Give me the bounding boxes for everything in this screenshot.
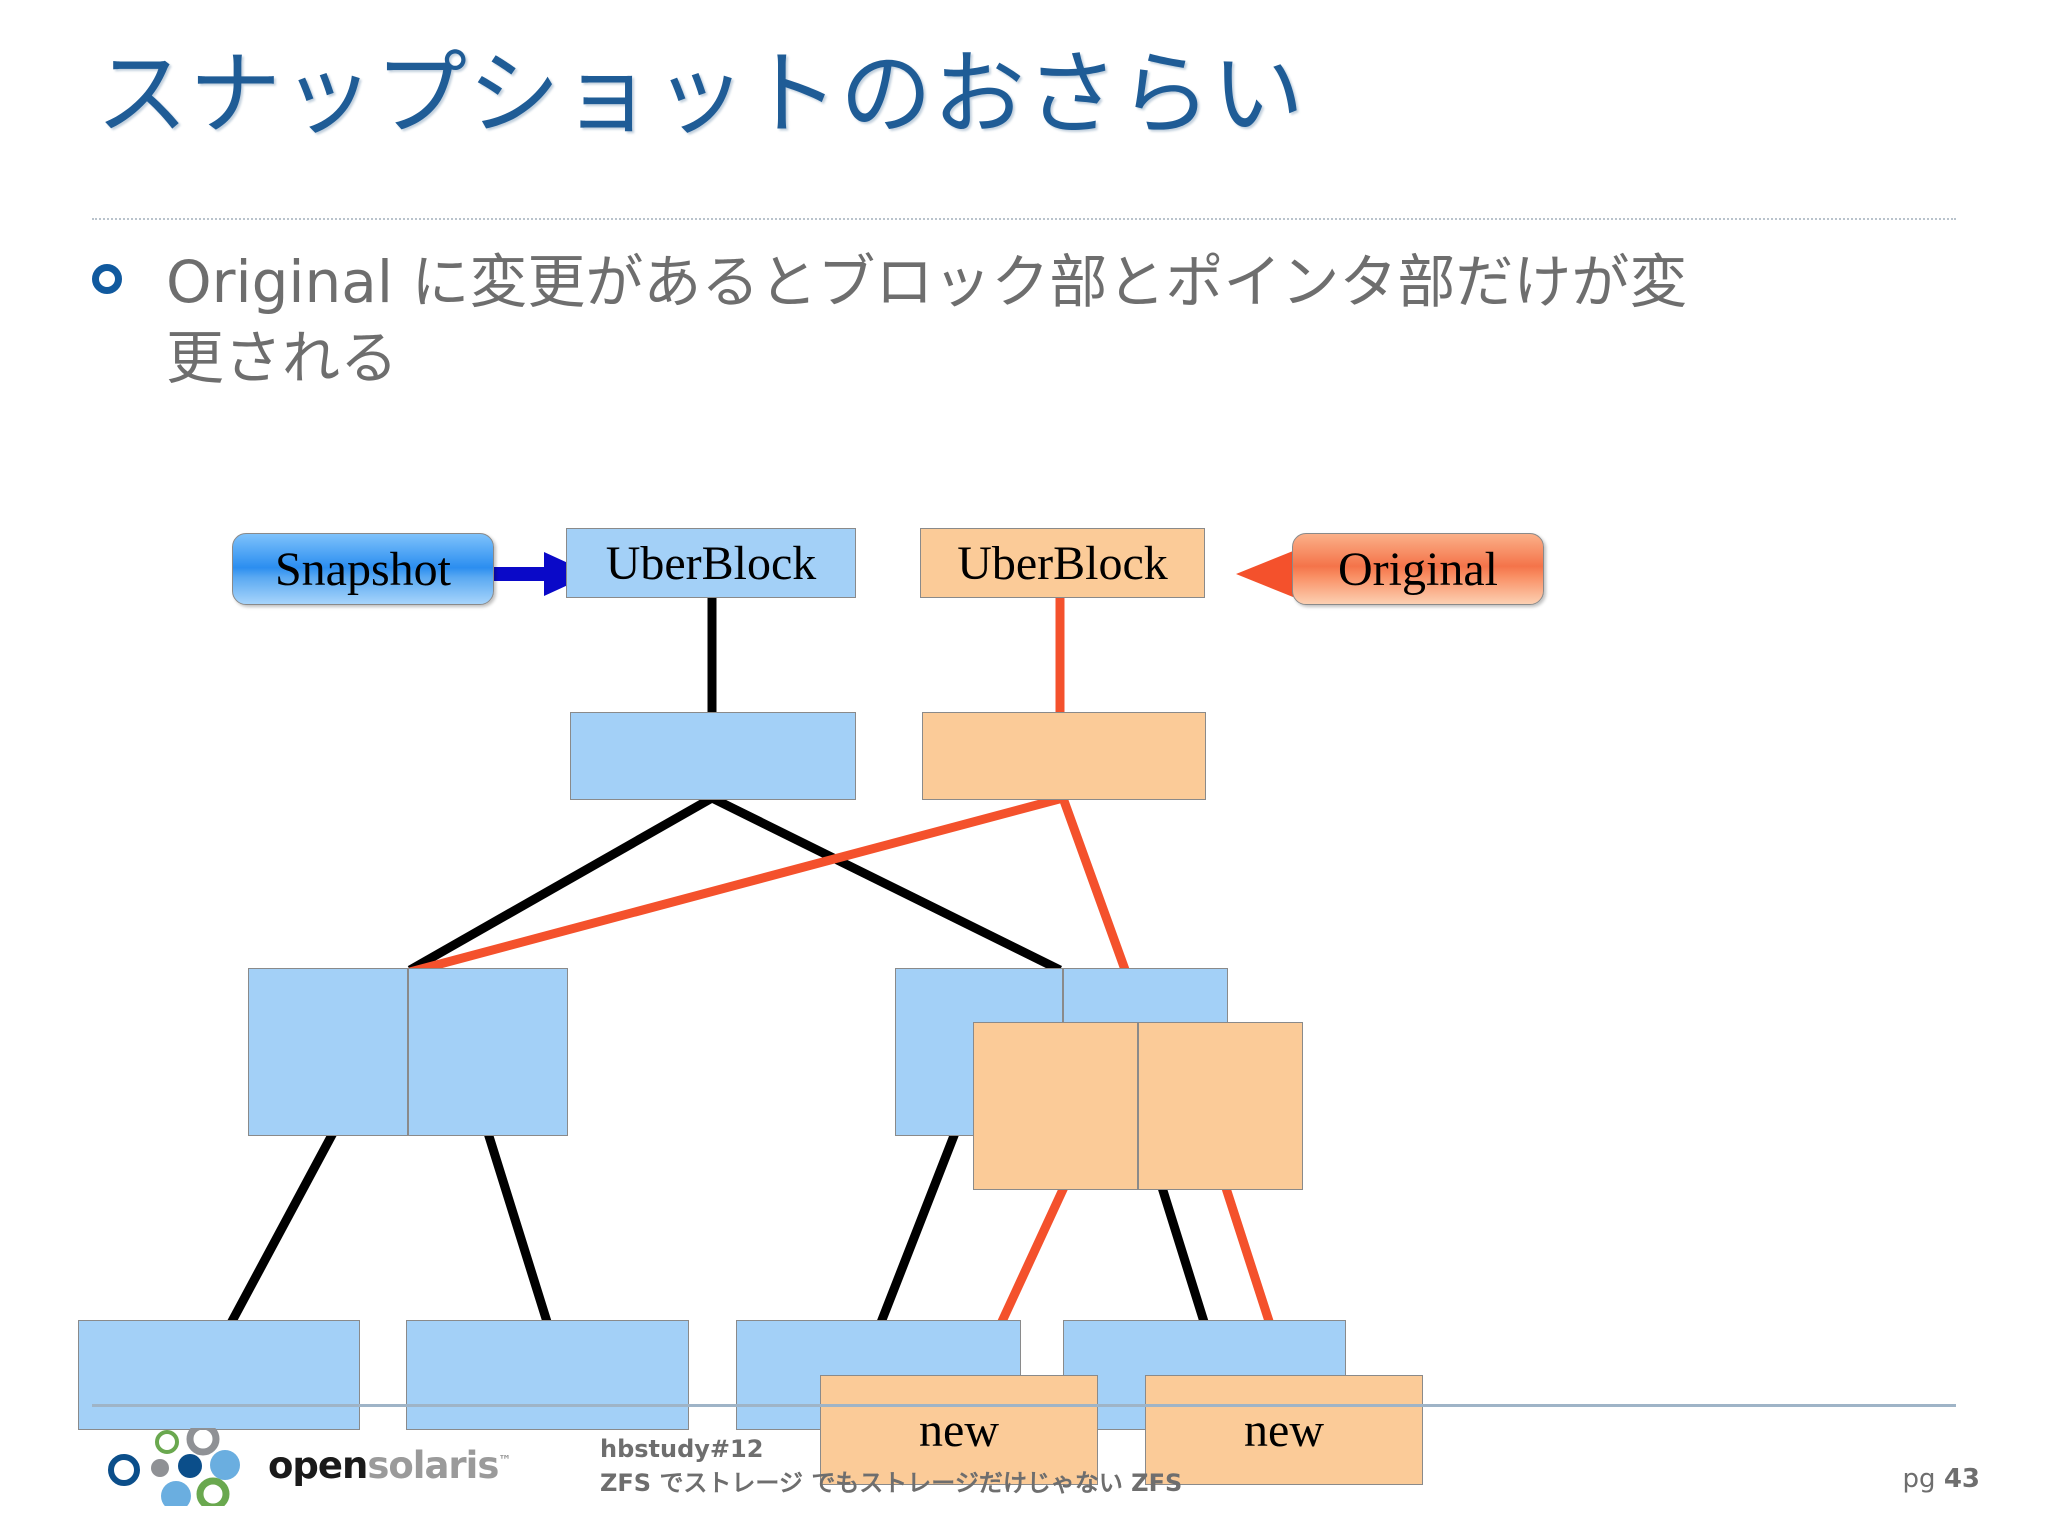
orange-level3-b (1138, 1022, 1303, 1190)
link-orange-l2-to-l3-left (408, 793, 1065, 977)
leaf-blue-1 (78, 1320, 360, 1430)
leaf-blue-2 (406, 1320, 689, 1430)
link-l3-right-to-leaf-3 (875, 1131, 960, 1327)
ring-bullet-icon (92, 264, 122, 294)
footer-center-text: hbstudy#12 ZFS でストレージ でもストレージだけじゃない ZFS (600, 1432, 1500, 1500)
uberblock-right-label: UberBlock (957, 536, 1168, 590)
uberblock-original-node: UberBlock (920, 528, 1205, 598)
blue-level3-left-a (248, 968, 408, 1136)
footer-divider (92, 1404, 1956, 1407)
logo-solaris-text: solaris (367, 1444, 499, 1487)
page-prefix: pg (1902, 1464, 1936, 1494)
new-left-label: new (919, 1403, 999, 1457)
blue-level3-left-b (408, 968, 568, 1136)
blue-level2-node (570, 712, 856, 800)
footer-talk-title: ZFS でストレージ でもストレージだけじゃない ZFS (600, 1469, 1183, 1497)
original-label: Original (1338, 542, 1498, 596)
leaf-new-left: new (820, 1375, 1098, 1485)
leaf-new-right: new (1145, 1375, 1423, 1485)
new-right-label: new (1244, 1403, 1324, 1457)
opensolaris-mark-icon (108, 1428, 240, 1506)
bullet-line-2: 更される (166, 324, 399, 392)
link-blue-l2-to-l3-left (407, 794, 715, 974)
title-divider (92, 218, 1956, 220)
logo-open-text: open (268, 1444, 368, 1487)
zfs-cow-tree-diagram: Snapshot UberBlock UberBlock Original (0, 520, 2048, 1485)
orange-level3-a (973, 1022, 1138, 1190)
opensolaris-logo: opensolaris™ (100, 1428, 511, 1506)
uberblock-left-label: UberBlock (605, 536, 817, 590)
footer-event-name: hbstudy#12 (600, 1435, 764, 1463)
diagram-links (226, 590, 1293, 1380)
bullet-text: Original に変更があるとブロック部とポインタ部だけが変 更される (166, 244, 1966, 396)
orange-level2-node (922, 712, 1206, 800)
snapshot-node: Snapshot (232, 533, 494, 605)
uberblock-snapshot-node: UberBlock (566, 528, 856, 598)
bullet-line-1: Original に変更があるとブロック部とポインタ部だけが変 (166, 248, 1688, 316)
page-value: 43 (1943, 1464, 1980, 1494)
snapshot-label: Snapshot (274, 542, 451, 596)
opensolaris-wordmark: opensolaris™ (268, 1444, 511, 1487)
link-l3-left-to-leaf-1 (226, 1130, 337, 1328)
page-title: スナップショットのおさらい (96, 41, 1306, 148)
original-node: Original (1292, 533, 1544, 605)
link-blue-l2-to-l3-right (710, 793, 1062, 975)
page-number: pg 43 (1903, 1464, 1980, 1494)
logo-trademark: ™ (498, 1453, 511, 1469)
link-l3-left-to-leaf-2 (483, 1131, 553, 1327)
